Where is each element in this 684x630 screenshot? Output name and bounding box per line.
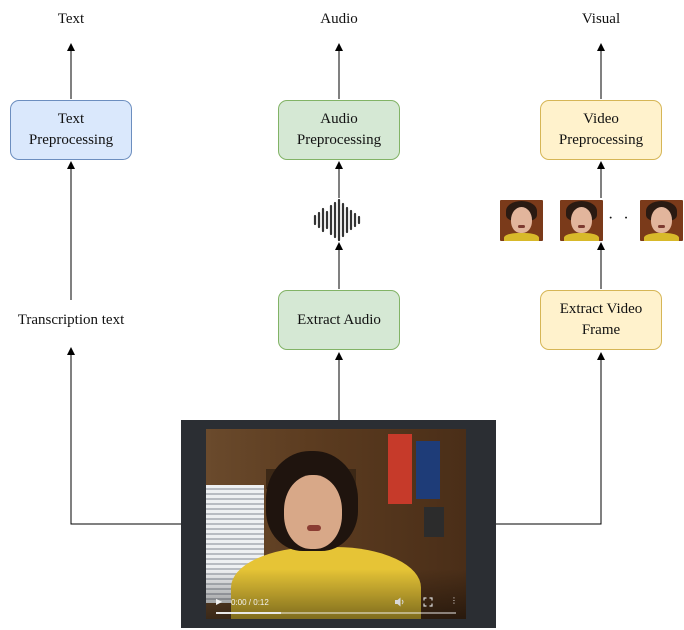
wall-poster	[416, 441, 440, 499]
speaker-face	[284, 475, 342, 549]
transcription-text-label: Transcription text	[17, 312, 125, 328]
text-preprocessing-label: Text Preprocessing	[28, 111, 114, 148]
output-label-text: Text	[57, 11, 85, 27]
audio-preprocessing-box: Audio Preprocessing	[278, 100, 400, 160]
extract-video-frame-label: Extract Video Frame	[559, 301, 643, 338]
video-preprocessing-box: Video Preprocessing	[540, 100, 662, 160]
fullscreen-icon[interactable]	[422, 596, 434, 608]
frame-thumbnail-3	[640, 200, 683, 241]
more-options-icon[interactable]: ⋮	[450, 596, 458, 605]
video-time: 0:00 / 0:12	[231, 598, 269, 607]
arrow-video-to-transcription	[67, 347, 181, 525]
wall-poster	[388, 434, 412, 504]
video-panel: ▶ 0:00 / 0:12 ⋮	[181, 420, 496, 628]
video-preprocessing-label: Video Preprocessing	[558, 111, 644, 148]
speaker-shirt	[231, 547, 421, 619]
output-label-visual: Visual	[581, 11, 621, 27]
extract-audio-label: Extract Audio	[297, 311, 381, 328]
video-controls: ▶ 0:00 / 0:12 ⋮	[206, 595, 466, 619]
text-preprocessing-box: Text Preprocessing	[10, 100, 132, 160]
controls-gradient	[206, 569, 466, 619]
progress-fill	[216, 612, 281, 614]
video-player[interactable]: ▶ 0:00 / 0:12 ⋮	[206, 429, 466, 619]
frames-ellipsis: · · ·	[608, 210, 647, 227]
extract-audio-box: Extract Audio	[278, 290, 400, 350]
frame-thumbnail-2	[560, 200, 603, 241]
output-label-audio: Audio	[320, 11, 358, 27]
progress-track[interactable]	[216, 612, 456, 614]
audio-preprocessing-label: Audio Preprocessing	[296, 111, 382, 148]
volume-icon[interactable]	[394, 596, 406, 608]
wall-poster	[424, 507, 444, 537]
arrow-video-to-extract-frame	[496, 352, 605, 525]
audio-waveform-icon	[313, 198, 361, 242]
play-icon[interactable]: ▶	[216, 597, 223, 606]
extract-video-frame-box: Extract Video Frame	[540, 290, 662, 350]
frame-thumbnail-1	[500, 200, 543, 241]
speaker-mouth	[307, 525, 321, 531]
